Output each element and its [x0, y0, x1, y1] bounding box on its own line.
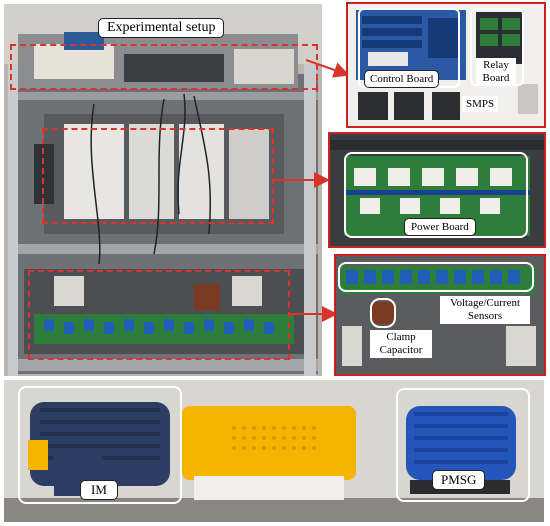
cabinet-illustration: [4, 4, 322, 376]
sensors-box: [338, 262, 534, 292]
power-inset-border: [328, 132, 546, 248]
experimental-setup-photo: [4, 4, 322, 376]
voltage-current-sensors-label: Voltage/Current Sensors: [440, 296, 530, 324]
im-box: [18, 386, 182, 504]
smps-label: SMPS: [462, 96, 499, 112]
experimental-setup-label: Experimental setup: [98, 18, 225, 38]
sensor-region-highlight: [28, 270, 290, 360]
power-board-box: [344, 152, 528, 238]
power-board-label: Power Board: [404, 218, 476, 236]
sensors-inset-border: [334, 254, 546, 376]
control-region-highlight: [10, 44, 318, 90]
relay-board-label: Relay Board: [476, 58, 516, 86]
control-board-label: Control Board: [364, 70, 440, 88]
im-label: IM: [80, 480, 118, 500]
clamp-capacitor-box: [370, 298, 396, 328]
pmsg-box: [396, 388, 530, 502]
control-inset-border: [346, 2, 546, 128]
clamp-capacitor-label: Clamp Capacitor: [370, 330, 432, 358]
power-region-highlight: [42, 128, 274, 224]
pmsg-label: PMSG: [432, 470, 486, 490]
